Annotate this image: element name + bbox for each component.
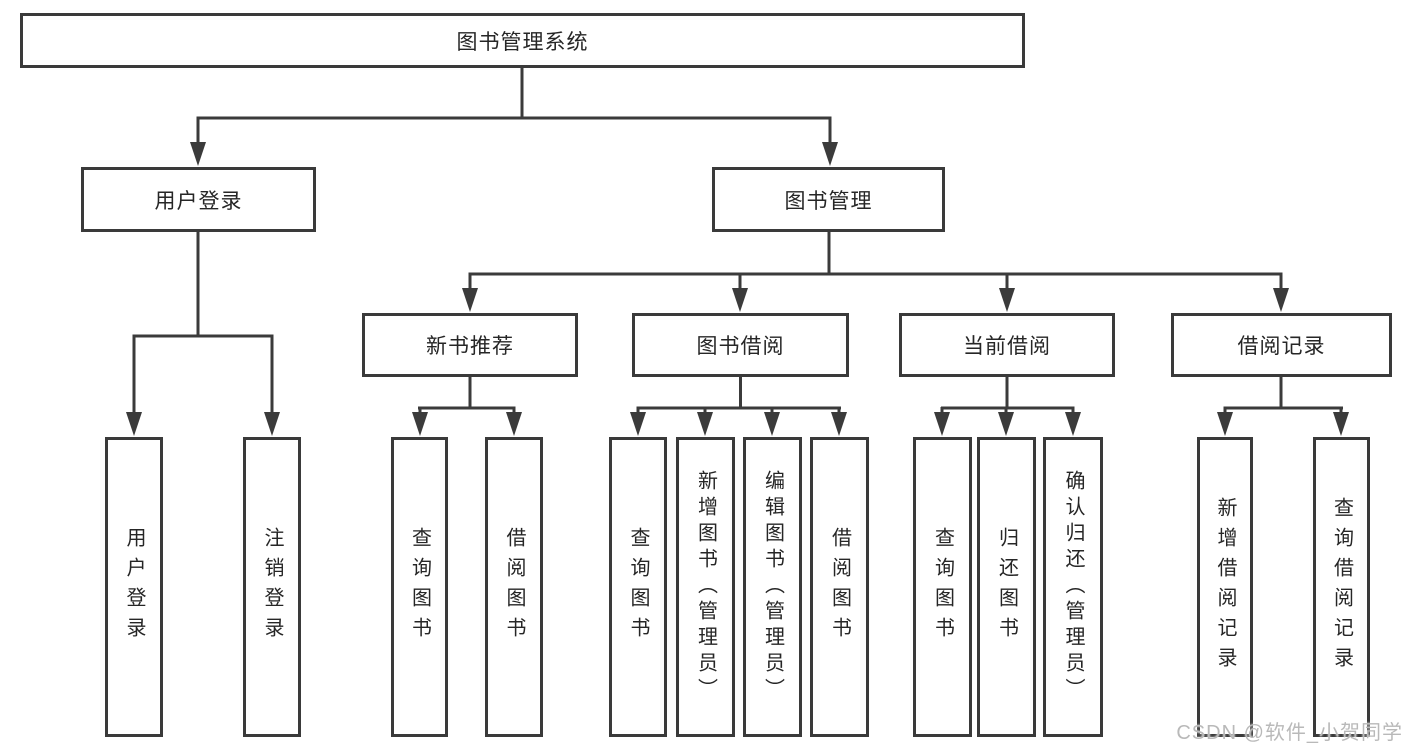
node-new-books-label: 新书推荐 [426,335,514,358]
arrowhead [1273,288,1289,312]
connector-user-login-split [126,232,280,436]
node-borrow-records: 借阅记录 [1171,313,1392,377]
arrowhead [934,412,950,436]
node-leaf-newbooks-borrow-label: 借阅图书 [503,527,525,647]
node-book-borrow-label: 图书借阅 [696,335,785,358]
arrowhead [999,288,1015,312]
arrowhead [764,412,780,436]
node-leaf-records-add-label: 新增借阅记录 [1214,497,1236,677]
connector-borrow-records-split [1217,377,1349,436]
node-book-borrow: 图书借阅 [632,313,849,377]
connector-book-borrow-split [630,377,847,436]
node-new-books: 新书推荐 [362,313,578,377]
arrowhead [190,142,206,166]
arrowhead [412,412,428,436]
arrowhead [998,412,1014,436]
node-leaf-current-confirm: 确认归还（管理员） [1043,437,1103,737]
node-leaf-logout: 注销登录 [243,437,301,737]
node-leaf-borrow-add: 新增图书（管理员） [676,437,735,737]
arrowhead [1217,412,1233,436]
arrowhead [630,412,646,436]
arrowhead [697,412,713,436]
connector-book-mgmt-to-level3 [462,232,1289,312]
node-leaf-current-return: 归还图书 [977,437,1036,737]
node-leaf-newbooks-query-label: 查询图书 [408,527,431,647]
node-root: 图书管理系统 [20,13,1025,68]
node-leaf-borrow-query-label: 查询图书 [627,527,649,647]
node-leaf-user-login: 用户登录 [105,437,163,737]
node-user-login-label: 用户登录 [154,189,243,213]
node-leaf-borrow-borrow: 借阅图书 [810,437,869,737]
node-leaf-records-query-label: 查询借阅记录 [1330,497,1353,677]
arrowhead [506,412,522,436]
connector-new-books-split [412,377,522,436]
node-leaf-current-return-label: 归还图书 [995,527,1018,647]
arrowhead [462,288,478,312]
node-root-label: 图书管理系统 [456,30,589,54]
node-leaf-current-query-label: 查询图书 [931,527,954,647]
node-leaf-current-confirm-label: 确认归还（管理员） [1062,470,1084,704]
node-leaf-newbooks-borrow: 借阅图书 [485,437,543,737]
connector-current-borrow-split [934,377,1081,436]
node-leaf-borrow-borrow-label: 借阅图书 [828,527,851,647]
node-leaf-borrow-edit: 编辑图书（管理员） [743,437,802,737]
node-leaf-records-query: 查询借阅记录 [1313,437,1370,737]
arrowhead [1333,412,1349,436]
node-leaf-borrow-add-label: 新增图书（管理员） [694,470,717,704]
node-book-mgmt: 图书管理 [712,167,945,232]
arrowhead [126,412,142,436]
node-book-mgmt-label: 图书管理 [784,189,873,213]
node-leaf-current-query: 查询图书 [913,437,972,737]
node-leaf-borrow-edit-label: 编辑图书（管理员） [761,470,784,704]
csdn-watermark: CSDN @软件_小贺同学 [1176,722,1403,744]
node-borrow-records-label: 借阅记录 [1237,335,1326,358]
node-leaf-logout-label: 注销登录 [261,527,283,647]
node-leaf-borrow-query: 查询图书 [609,437,667,737]
node-current-borrow: 当前借阅 [899,313,1115,377]
connector-root-to-level2 [190,68,838,166]
node-leaf-user-login-label: 用户登录 [123,527,145,647]
arrowhead [1065,412,1081,436]
arrowhead [264,412,280,436]
arrowhead [732,288,748,312]
node-current-borrow-label: 当前借阅 [963,335,1051,358]
arrowhead [831,412,847,436]
arrowhead [822,142,838,166]
node-user-login: 用户登录 [81,167,316,232]
node-leaf-newbooks-query: 查询图书 [391,437,448,737]
node-leaf-records-add: 新增借阅记录 [1197,437,1253,737]
